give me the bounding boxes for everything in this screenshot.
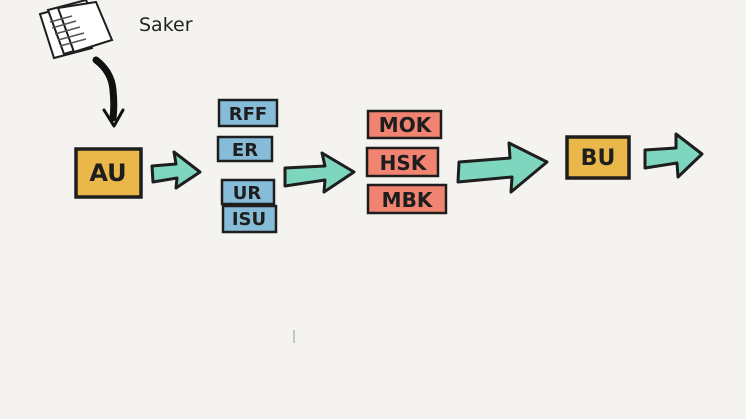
node-au: AU (74, 147, 143, 199)
flow-arrow-3 (456, 141, 549, 194)
svg-text:RFF: RFF (229, 104, 267, 125)
node-isu: ISU (221, 204, 278, 234)
node-bu: BU (565, 135, 631, 180)
node-ur: UR (220, 178, 276, 206)
flow-arrow-1 (150, 150, 202, 190)
node-rff: RFF (217, 98, 279, 128)
svg-text:HSK: HSK (380, 151, 428, 175)
svg-text:MBK: MBK (382, 188, 434, 212)
node-hsk: HSK (365, 146, 440, 178)
node-mok: MOK (366, 109, 443, 140)
svg-text:AU: AU (89, 159, 126, 187)
down-arrow-icon (92, 56, 125, 128)
documents-stack-icon (38, 0, 114, 60)
node-mbk: MBK (366, 183, 448, 215)
flow-arrow-4 (643, 132, 704, 179)
svg-text:BU: BU (581, 146, 616, 171)
svg-text:ISU: ISU (232, 209, 266, 230)
svg-text:UR: UR (233, 183, 262, 204)
node-er: ER (216, 135, 274, 163)
svg-text:MOK: MOK (379, 113, 433, 137)
svg-text:ER: ER (232, 140, 258, 161)
flow-arrow-2 (283, 151, 356, 194)
documents-label: Saker (139, 14, 193, 36)
